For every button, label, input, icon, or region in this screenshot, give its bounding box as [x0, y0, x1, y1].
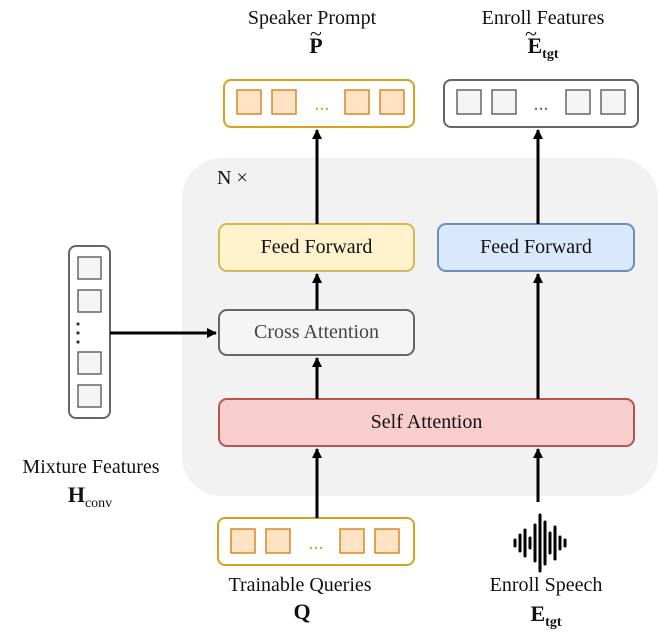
speaker-prompt-title: Speaker Prompt — [247, 7, 377, 29]
token — [77, 384, 102, 408]
token — [271, 89, 297, 115]
mixture-features-title: Mixture Features — [22, 456, 160, 478]
token — [565, 89, 591, 115]
enroll-feature-tokens — [443, 79, 639, 128]
token — [230, 528, 256, 554]
token — [77, 289, 102, 313]
trainable-queries-title: Trainable Queries — [228, 574, 372, 596]
repeat-count-label: N × — [217, 167, 248, 189]
token — [339, 528, 365, 554]
mixture-features-symbol: Hconv — [67, 482, 113, 512]
speaker-prompt-tokens — [223, 79, 415, 128]
token — [344, 89, 370, 115]
enroll-features-ellipsis: ... — [533, 93, 549, 115]
token — [456, 89, 482, 115]
feed-forward-right-box — [437, 223, 635, 272]
trainable-queries-ellipsis: ... — [308, 532, 324, 554]
enroll-speech-symbol: Etgt — [530, 601, 562, 631]
speaker-prompt-symbol: ~P — [309, 21, 323, 58]
token — [77, 351, 102, 375]
cross-attention-label: Cross Attention — [253, 321, 379, 343]
enroll-features-symbol: ~Etgt — [525, 21, 559, 63]
feed-forward-right-label: Feed Forward — [480, 236, 592, 258]
self-attention-box — [218, 398, 635, 447]
enroll-features-title: Enroll Features — [481, 7, 605, 29]
token — [491, 89, 517, 115]
trainable-queries-symbol: Q — [293, 599, 311, 624]
token — [600, 89, 626, 115]
speaker-prompt-ellipsis: ... — [314, 93, 330, 115]
waveform-icon — [513, 513, 567, 573]
token — [265, 528, 291, 554]
enroll-speech-title: Enroll Speech — [489, 574, 603, 596]
self-attention-label: Self Attention — [370, 411, 483, 433]
mixture-feature-tokens — [68, 245, 111, 419]
feed-forward-left-label: Feed Forward — [260, 236, 373, 258]
token — [374, 528, 400, 554]
token — [77, 256, 102, 280]
token — [379, 89, 405, 115]
token — [236, 89, 262, 115]
